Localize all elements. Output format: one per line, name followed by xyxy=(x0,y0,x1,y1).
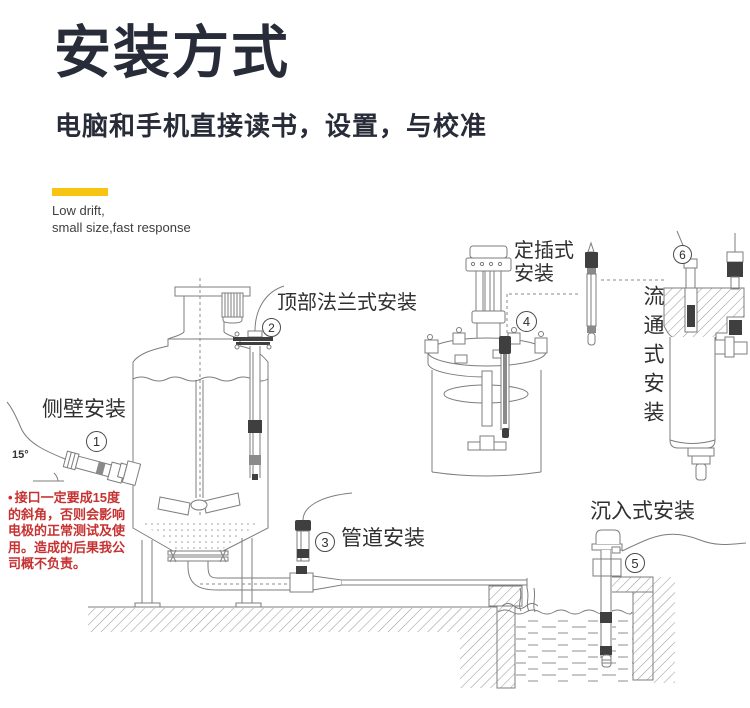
side-wall-probe-drawing xyxy=(6,401,142,487)
badge-2: 2 xyxy=(262,318,281,337)
label-submersible: 沉入式安装 xyxy=(590,500,695,523)
tagline-line2: small size,fast response xyxy=(52,220,191,235)
label-flow-through: 流通式安装 xyxy=(641,285,664,430)
warning-line: 用。造成的后果我公 xyxy=(8,539,126,555)
label-side-wall: 侧壁安装 xyxy=(42,398,126,421)
label-pipeline: 管道安装 xyxy=(341,527,425,550)
warning-line: •接口一定要成15度 xyxy=(8,490,121,505)
label-fixed-insertion: 定插式 安装 xyxy=(514,240,574,286)
electrode-drawing xyxy=(585,241,667,346)
flow-cell-drawing xyxy=(663,230,748,481)
badge-3: 3 xyxy=(315,532,335,552)
basin-drawing xyxy=(460,529,747,689)
warning-line: 电极的正常测试及使 xyxy=(8,523,126,538)
page-subtitle: 电脑和手机直接读书，设置，与校准 xyxy=(55,111,488,141)
label-fixed-insertion-line1: 定插式 xyxy=(514,240,574,262)
warning-note: •接口一定要成15度 的斜角，否则会影响 电极的正常测试及使 用。造成的后果我公… xyxy=(8,490,140,573)
badge-1: 1 xyxy=(86,431,107,452)
reactor-drawing xyxy=(424,245,580,477)
label-fixed-insertion-line2: 安装 xyxy=(514,263,554,285)
badge-6: 6 xyxy=(673,245,692,264)
tank-drawing xyxy=(132,278,269,608)
ground-drawing xyxy=(88,606,497,688)
warning-line: 司概不负责。 xyxy=(8,556,87,571)
badge-4: 4 xyxy=(516,311,537,332)
warning-bullet: • xyxy=(8,490,13,505)
tagline-line1: Low drift, xyxy=(52,203,105,218)
page-title: 安装方式 xyxy=(54,21,290,85)
label-top-flange: 顶部法兰式安装 xyxy=(277,292,417,314)
warning-line: 的斜角，否则会影响 xyxy=(8,506,126,522)
angle-label: 15° xyxy=(12,449,29,461)
accent-bar xyxy=(52,188,108,196)
top-flange-probe-drawing xyxy=(233,285,285,480)
badge-5: 5 xyxy=(625,553,645,573)
tagline: Low drift, small size,fast response xyxy=(52,202,191,236)
